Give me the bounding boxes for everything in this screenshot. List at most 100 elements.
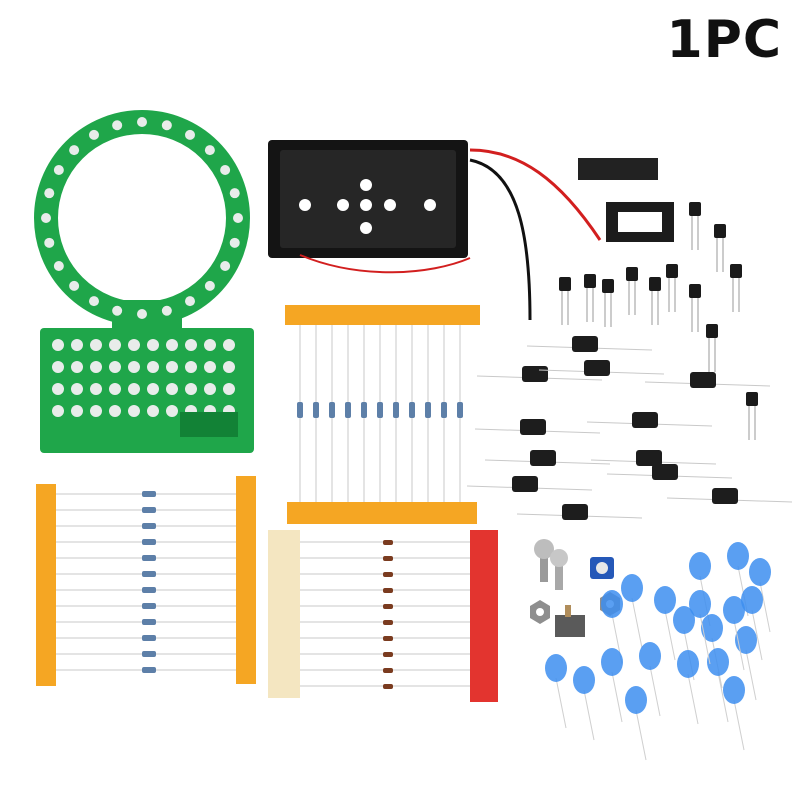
led	[689, 590, 711, 665]
transistor	[714, 224, 726, 272]
board-pad	[90, 405, 102, 417]
resistor-strip-left	[36, 476, 256, 686]
board-pad	[109, 361, 121, 373]
board-pad	[90, 361, 102, 373]
capacitor	[476, 366, 603, 382]
capacitor	[538, 360, 665, 376]
led	[677, 650, 699, 725]
board-pad	[52, 405, 64, 417]
ring-pad	[53, 165, 64, 175]
resistor-strip-top	[285, 305, 480, 510]
pcb-board	[34, 110, 254, 453]
ring-pad	[204, 280, 215, 291]
board-pad	[185, 383, 197, 395]
diode	[383, 684, 393, 689]
led	[601, 648, 623, 723]
led	[707, 648, 729, 723]
ic-socket	[606, 202, 674, 242]
resistor	[457, 402, 463, 418]
ring-pad	[112, 120, 123, 131]
board-pad	[185, 339, 197, 351]
ring-pad	[185, 296, 195, 307]
transistor	[730, 264, 742, 312]
board-pad	[71, 405, 83, 417]
resistor	[313, 402, 319, 418]
board-pad	[128, 339, 140, 351]
resistor	[142, 491, 156, 497]
led	[573, 666, 595, 741]
transistor	[706, 324, 718, 372]
ring-pad	[44, 237, 55, 248]
capacitor	[590, 450, 717, 466]
board-pad	[223, 383, 235, 395]
transistor	[649, 277, 661, 325]
ring-pad	[220, 165, 231, 175]
board-pad	[52, 361, 64, 373]
hardware	[530, 539, 620, 637]
ic-chip	[578, 158, 658, 180]
transistor	[689, 202, 701, 250]
ring-pad	[233, 213, 243, 223]
resistor	[142, 539, 156, 545]
ring-pad	[41, 213, 51, 223]
diode	[383, 636, 393, 641]
resistor	[142, 523, 156, 529]
capacitor	[466, 476, 593, 492]
quantity-badge: 1PC	[666, 10, 782, 70]
ring-pad	[161, 305, 172, 316]
diode	[383, 652, 393, 657]
ring-pad	[204, 145, 215, 156]
capacitor	[516, 504, 643, 520]
led	[741, 586, 763, 661]
capacitor	[526, 336, 653, 352]
board-pad	[147, 405, 159, 417]
led	[749, 558, 771, 633]
led	[621, 574, 643, 649]
led	[639, 642, 661, 717]
board-pad	[185, 361, 197, 373]
board-pad	[147, 383, 159, 395]
transistor	[602, 279, 614, 327]
led-group	[545, 542, 771, 761]
ring-pad	[229, 188, 240, 199]
capacitor	[606, 464, 733, 480]
diode	[383, 620, 393, 625]
board-pad	[147, 361, 159, 373]
diode	[383, 572, 393, 577]
ring-pad	[229, 237, 240, 248]
diode	[383, 668, 393, 673]
board-pad	[90, 383, 102, 395]
board-pad	[71, 339, 83, 351]
led	[545, 654, 567, 729]
capacitor	[586, 412, 713, 428]
transistor	[584, 274, 596, 322]
resistor	[142, 619, 156, 625]
board-pad	[204, 361, 216, 373]
board-pad	[147, 339, 159, 351]
ring-pad	[89, 296, 99, 307]
led	[723, 676, 745, 751]
board-pad	[109, 383, 121, 395]
diode	[383, 588, 393, 593]
board-pad	[223, 339, 235, 351]
resistor	[142, 571, 156, 577]
board-pad	[52, 383, 64, 395]
board-pad	[90, 339, 102, 351]
resistor	[425, 402, 431, 418]
resistor	[142, 651, 156, 657]
board-pad	[223, 361, 235, 373]
resistor	[361, 402, 367, 418]
capacitor	[644, 372, 771, 388]
board-pad	[166, 383, 178, 395]
board-pad	[128, 383, 140, 395]
board-pad	[166, 361, 178, 373]
board-pad	[109, 405, 121, 417]
board-pad	[204, 383, 216, 395]
board-pad	[166, 339, 178, 351]
transistor	[746, 392, 758, 440]
resistor	[297, 402, 303, 418]
transistor	[626, 267, 638, 315]
capacitor	[484, 450, 611, 466]
